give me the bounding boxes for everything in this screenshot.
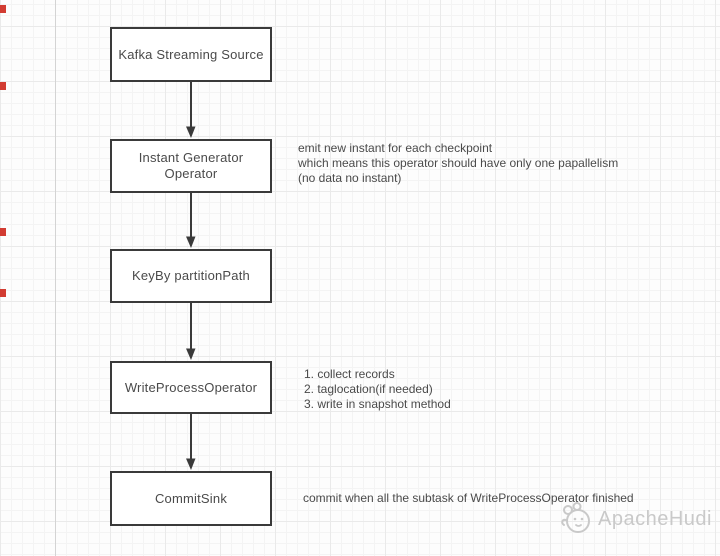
annotation-commit-sink: commit when all the subtask of WriteProc… (303, 491, 634, 505)
red-edge-mark (0, 5, 6, 13)
grid-accent-line (55, 0, 56, 556)
node-label: Instant Generator Operator (138, 150, 244, 181)
node-commit-sink: CommitSink (110, 471, 272, 526)
red-edge-mark (0, 228, 6, 236)
arrow-down-icon (186, 414, 196, 470)
arrow-down-icon (186, 82, 196, 138)
node-kafka-streaming-source: Kafka Streaming Source (110, 27, 272, 82)
node-instant-generator-operator: Instant Generator Operator (110, 139, 272, 193)
node-label: Kafka Streaming Source (118, 46, 264, 62)
arrow-down-icon (186, 303, 196, 360)
hudi-mascot-icon (561, 502, 590, 533)
node-label: KeyBy partitionPath (132, 268, 250, 283)
node-label: CommitSink (154, 490, 228, 506)
red-edge-mark (0, 289, 6, 297)
node-label: WriteProcessOperator (124, 379, 258, 395)
red-edge-mark (0, 82, 6, 90)
annotation-instant-generator: emit new instant for each checkpoint whi… (298, 141, 619, 185)
arrow-down-icon (186, 193, 196, 248)
watermark-text: ApacheHudi (598, 508, 712, 530)
node-write-process-operator: WriteProcessOperator (110, 361, 272, 414)
node-keyby-partitionpath: KeyBy partitionPath (110, 249, 272, 303)
watermark: ApacheHudi (556, 501, 712, 537)
annotation-write-process: 1. collect records 2. taglocation(if nee… (304, 367, 451, 411)
